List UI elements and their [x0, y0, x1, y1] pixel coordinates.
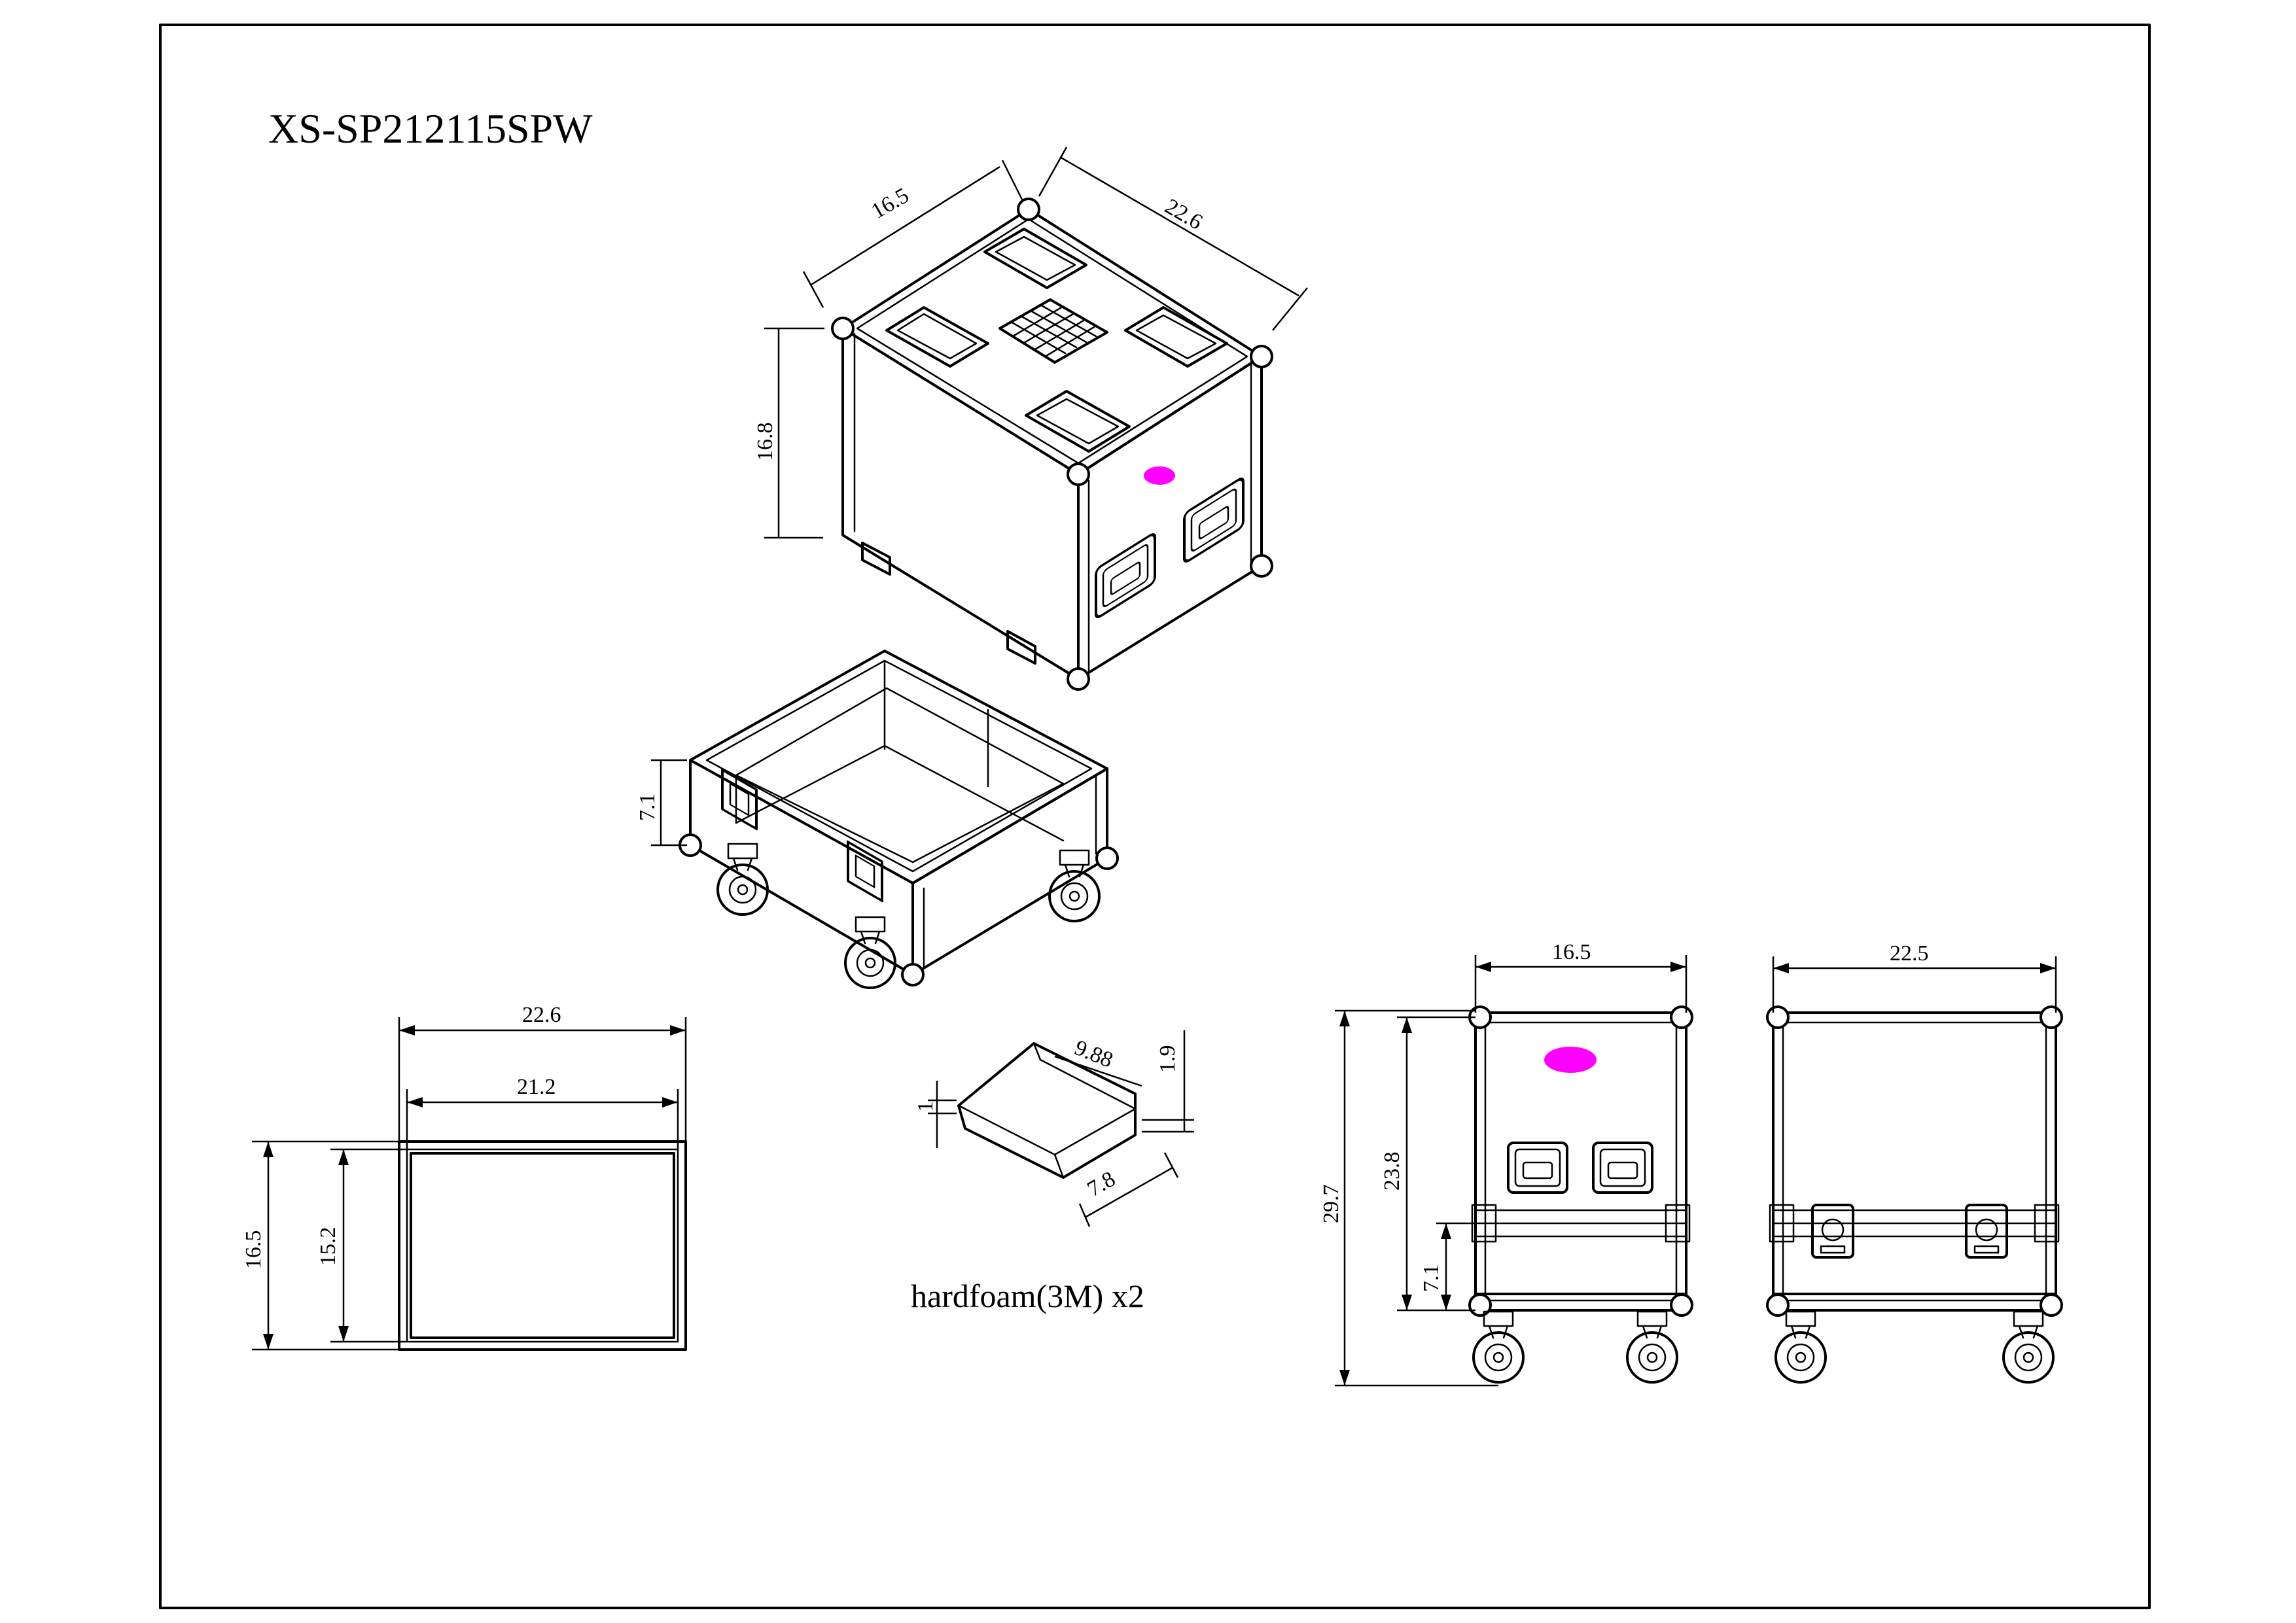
lid-dim-outer-width: 22.6 — [398, 1003, 687, 1142]
marker-dot-iso — [1144, 466, 1175, 485]
svg-text:29.7: 29.7 — [1319, 1185, 1343, 1224]
foam-label: hardfoam(3M) x2 — [911, 1278, 1144, 1314]
front-dim-width: 16.5 — [1474, 940, 1687, 1013]
drawing-border — [159, 24, 2151, 1609]
front-dim-total-height: 29.7 — [1319, 1009, 1498, 1387]
side-dim-width: 22.5 — [1772, 941, 2057, 1013]
iso-dim-height: 16.8 — [753, 327, 824, 539]
foam-dim-length: 9.88 — [1054, 1036, 1142, 1087]
iso-case-base — [679, 650, 1119, 989]
latch-right — [1965, 1204, 2008, 1259]
iso-dim-depth: 22.6 — [1038, 147, 1308, 331]
svg-text:7.1: 7.1 — [1419, 1265, 1443, 1293]
svg-text:22.5: 22.5 — [1890, 941, 1929, 966]
svg-text:16.5: 16.5 — [241, 1230, 266, 1270]
foam-block — [957, 1042, 1137, 1179]
foam-dim-height: 1.9 — [1142, 1030, 1194, 1133]
lid-dim-inner-width: 21.2 — [406, 1075, 679, 1149]
lid-dim-inner-height: 15.2 — [316, 1148, 407, 1343]
svg-text:15.2: 15.2 — [316, 1227, 340, 1266]
svg-text:7.8: 7.8 — [1084, 1167, 1120, 1202]
front-dim-base-height: 7.1 — [1419, 1222, 1475, 1310]
iso-case-top — [831, 198, 1273, 691]
latch-left — [1811, 1204, 1854, 1259]
svg-text:9.88: 9.88 — [1071, 1036, 1116, 1073]
svg-text:1.9: 1.9 — [1156, 1045, 1180, 1073]
svg-text:7.1: 7.1 — [635, 794, 660, 822]
lid-plan — [398, 1140, 687, 1351]
foam-dim-thickness: 1 — [913, 1081, 957, 1148]
svg-text:22.6: 22.6 — [522, 1003, 561, 1027]
iso-base-dim-height: 7.1 — [635, 759, 687, 846]
svg-text:21.2: 21.2 — [517, 1075, 556, 1099]
svg-text:16.8: 16.8 — [753, 423, 777, 462]
side-view — [1766, 1005, 2063, 1384]
svg-text:16.5: 16.5 — [1552, 940, 1591, 964]
front-dim-body-height: 23.8 — [1380, 1016, 1475, 1312]
svg-text:16.5: 16.5 — [868, 183, 913, 224]
model-title: XS-SP212115SPW — [268, 105, 593, 152]
foam-dim-width: 7.8 — [1078, 1152, 1179, 1227]
front-view — [1468, 1005, 1693, 1384]
marker-dot-front — [1544, 1047, 1597, 1073]
svg-text:23.8: 23.8 — [1380, 1152, 1404, 1191]
svg-text:1: 1 — [913, 1101, 938, 1112]
lid-dim-outer-height: 16.5 — [241, 1140, 399, 1351]
